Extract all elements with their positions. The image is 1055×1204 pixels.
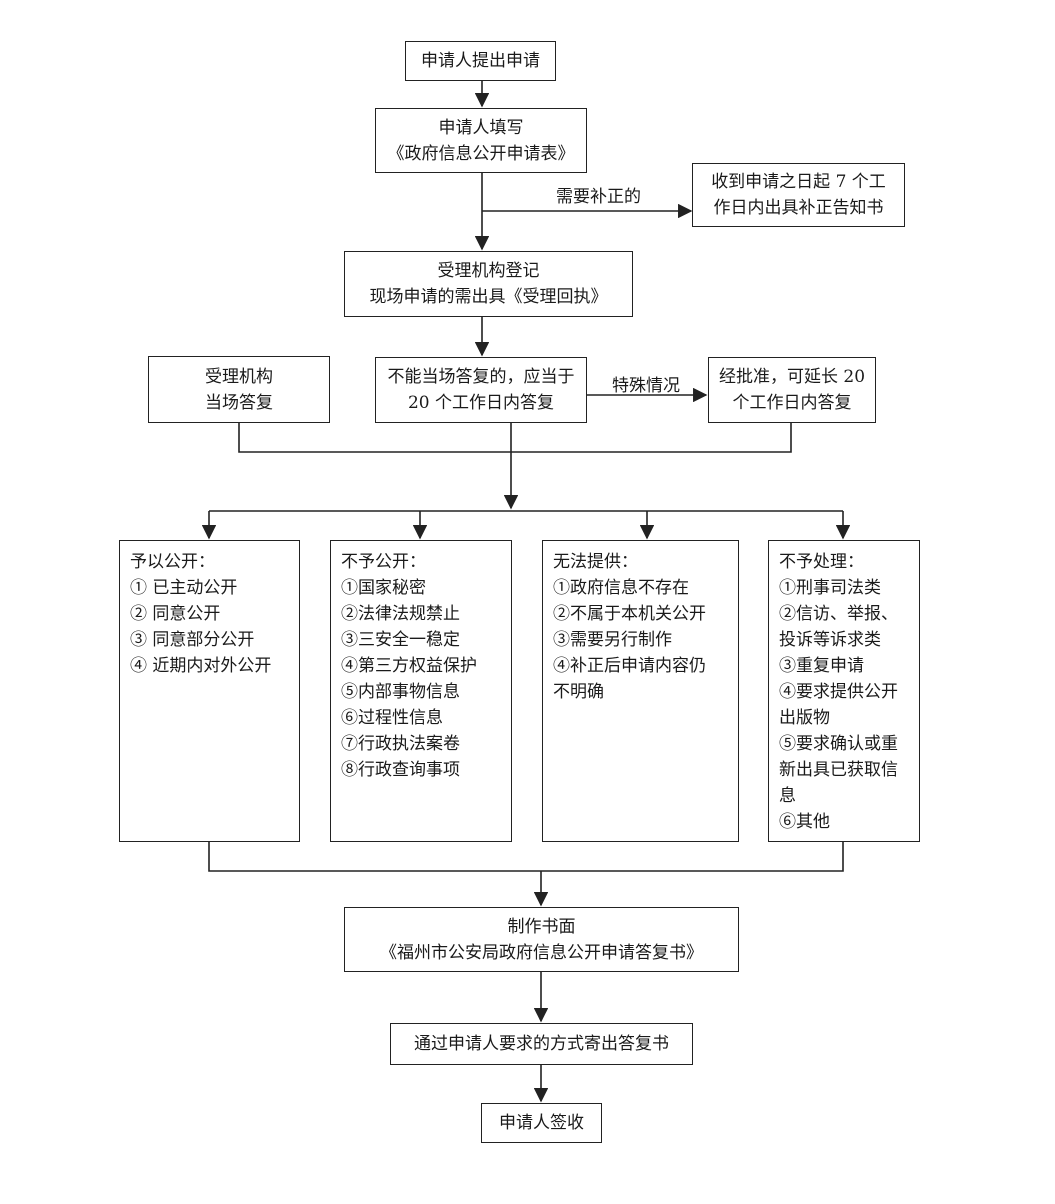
outcome-heading: 不予公开： <box>341 552 426 572</box>
outcome-item: ② 同意公开 <box>130 604 221 624</box>
outcome-item: ④ 近期内对外公开 <box>130 656 272 676</box>
node-outcome-cannot-provide: 无法提供： ①政府信息不存在 ②不属于本机关公开 ③需要另行制作 ④补正后申请内… <box>542 540 739 842</box>
outcome-item: ⑤内部事物信息 <box>341 682 460 702</box>
node-text-line: 作日内出具补正告知书 <box>713 198 884 218</box>
node-outcome-not-handle: 不予处理： ①刑事司法类 ②信访、举报、 投诉等诉求类 ③重复申请 ④要求提供公… <box>768 540 920 842</box>
node-fill-form: 申请人填写 《政府信息公开申请表》 <box>375 108 587 173</box>
merge-reply-connector <box>238 422 792 453</box>
outcome-heading: 予以公开： <box>130 552 215 572</box>
outcome-item: ⑥其他 <box>779 812 830 832</box>
outcome-item: 新出具已获取信 <box>779 760 898 780</box>
outcome-item: ④要求提供公开 <box>779 682 898 702</box>
outcome-item: ①刑事司法类 <box>779 578 881 598</box>
node-text-line: 受理机构登记 <box>437 261 540 281</box>
node-text-line: 20 个工作日内答复 <box>407 393 555 413</box>
node-reply-20-days: 不能当场答复的，应当于 20 个工作日内答复 <box>375 357 587 423</box>
outcome-item: ①政府信息不存在 <box>553 578 689 598</box>
node-text-line: 现场申请的需出具《受理回执》 <box>369 287 608 307</box>
node-correction-notice: 收到申请之日起 7 个工 作日内出具补正告知书 <box>692 163 905 227</box>
outcome-item: ① 已主动公开 <box>130 578 238 598</box>
edge-label-special-case: 特殊情况 <box>612 376 680 396</box>
outcome-item: ④第三方权益保护 <box>341 656 477 676</box>
outcome-item: ③需要另行制作 <box>553 630 672 650</box>
outcome-item: ②不属于本机关公开 <box>553 604 706 624</box>
node-text-line: 个工作日内答复 <box>732 393 852 413</box>
node-text-line: 收到申请之日起 7 个工 <box>711 172 886 192</box>
collect-outcomes-connector <box>208 841 844 872</box>
outcome-item: ⑦行政执法案卷 <box>341 734 460 754</box>
outcome-item: ③重复申请 <box>779 656 864 676</box>
node-text-line: 不能当场答复的，应当于 <box>387 367 575 387</box>
node-submit-application: 申请人提出申请 <box>405 41 556 81</box>
node-text-line: 申请人签收 <box>499 1113 584 1133</box>
node-text-line: 经批准，可延长 20 <box>718 367 866 387</box>
node-text-line: 受理机构 <box>205 366 273 387</box>
node-text-line: 《福州市公安局政府信息公开申请答复书》 <box>380 942 703 963</box>
outcome-item: ③三安全一稳定 <box>341 630 460 650</box>
node-outcome-disclose: 予以公开： ① 已主动公开 ② 同意公开 ③ 同意部分公开 ④ 近期内对外公开 <box>119 540 300 842</box>
node-text-line: 制作书面 <box>507 916 576 937</box>
outcome-item: 出版物 <box>779 708 830 728</box>
node-text-line: 当场答复 <box>205 392 273 413</box>
outcome-item: ①国家秘密 <box>341 578 426 598</box>
outcome-item: ⑤要求确认或重 <box>779 734 898 754</box>
node-written-reply: 制作书面 《福州市公安局政府信息公开申请答复书》 <box>344 907 739 972</box>
outcome-item: ②信访、举报、 <box>779 604 898 624</box>
node-extension: 经批准，可延长 20 个工作日内答复 <box>708 357 876 423</box>
outcome-item: ③ 同意部分公开 <box>130 630 255 650</box>
edge-label-needs-correction: 需要补正的 <box>556 187 641 207</box>
node-text-line: 通过申请人要求的方式寄出答复书 <box>414 1034 669 1054</box>
node-outcome-not-disclose: 不予公开： ①国家秘密 ②法律法规禁止 ③三安全一稳定 ④第三方权益保护 ⑤内部… <box>330 540 512 842</box>
outcome-item: ④补正后申请内容仍 <box>553 656 706 676</box>
node-applicant-sign: 申请人签收 <box>481 1103 602 1143</box>
outcome-item: ⑥过程性信息 <box>341 708 443 728</box>
outcome-item: ②法律法规禁止 <box>341 604 460 624</box>
node-text-line: 申请人填写 <box>438 117 524 138</box>
node-text-line: 申请人提出申请 <box>421 51 540 71</box>
node-reply-onsite: 受理机构 当场答复 <box>148 356 330 423</box>
outcome-item: 投诉等诉求类 <box>779 630 881 650</box>
node-registration: 受理机构登记 现场申请的需出具《受理回执》 <box>344 251 633 317</box>
node-text-line: 《政府信息公开申请表》 <box>387 143 575 164</box>
outcome-item: 息 <box>779 786 796 806</box>
outcome-heading: 不予处理： <box>779 552 864 572</box>
outcome-item: 不明确 <box>553 682 604 702</box>
outcome-item: ⑧行政查询事项 <box>341 760 460 780</box>
node-mail-reply: 通过申请人要求的方式寄出答复书 <box>390 1023 693 1065</box>
outcome-heading: 无法提供： <box>553 552 638 572</box>
